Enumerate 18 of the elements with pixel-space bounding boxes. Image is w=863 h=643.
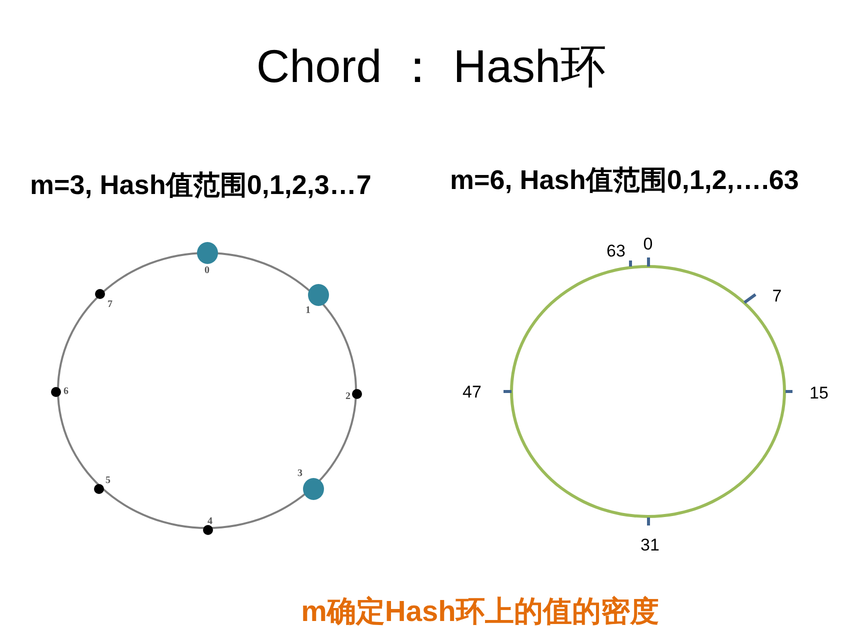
caption-note: m确定Hash环上的值的密度 bbox=[301, 594, 659, 630]
diagram-title: Chord ： Hash环 bbox=[256, 39, 607, 94]
ring-position-label: 47 bbox=[462, 383, 482, 400]
ring-position-label: 2 bbox=[346, 392, 350, 402]
ring-position-label: 7 bbox=[108, 300, 112, 310]
ring-position-label: 15 bbox=[810, 384, 828, 401]
ring-position-label: 0 bbox=[643, 235, 653, 252]
ring-position-label: 0 bbox=[204, 266, 210, 276]
ring-position-label: 4 bbox=[208, 516, 212, 526]
ring-position-label: 1 bbox=[306, 306, 310, 316]
ring-position-label: 31 bbox=[640, 536, 660, 553]
ring-position-label: 7 bbox=[772, 287, 782, 304]
ring-heading: m=3, Hash值范围0,1,2,3…7 bbox=[30, 169, 372, 202]
ring-heading: m=6, Hash值范围0,1,2,….63 bbox=[450, 164, 799, 197]
ring-position-label: 63 bbox=[606, 242, 626, 259]
ring-position-label: 6 bbox=[64, 386, 68, 396]
ring-position-label: 3 bbox=[298, 468, 302, 478]
ring-position-label: 5 bbox=[106, 476, 110, 486]
